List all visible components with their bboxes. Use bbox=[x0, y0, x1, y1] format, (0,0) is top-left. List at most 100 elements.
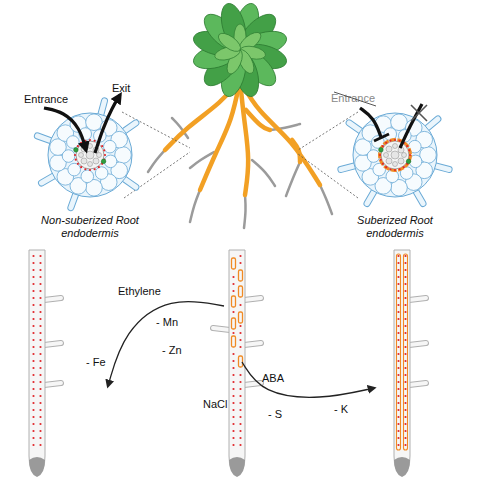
stele-cell bbox=[81, 146, 87, 152]
casparian-dot bbox=[404, 346, 406, 348]
block-bar bbox=[374, 134, 389, 141]
casparian-dot bbox=[232, 444, 234, 446]
casparian-dot bbox=[232, 283, 234, 285]
lateral-root bbox=[44, 383, 61, 385]
casparian-dot bbox=[101, 145, 103, 147]
casparian-dot bbox=[32, 402, 34, 404]
casparian-dot bbox=[32, 339, 34, 341]
casparian-dot bbox=[39, 423, 41, 425]
casparian-dot bbox=[404, 297, 406, 299]
lateral-root bbox=[44, 383, 61, 385]
stele-cell bbox=[393, 144, 398, 149]
casparian-dot bbox=[404, 283, 406, 285]
casparian-dot bbox=[382, 163, 384, 165]
section-caption: Non-suberized Root endodermis bbox=[30, 214, 150, 240]
casparian-dot bbox=[404, 444, 406, 446]
casparian-dot bbox=[32, 325, 34, 327]
casparian-dot bbox=[397, 402, 399, 404]
casparian-dot bbox=[404, 339, 406, 341]
casparian-dot bbox=[232, 374, 234, 376]
casparian-dot bbox=[32, 311, 34, 313]
casparian-dot bbox=[232, 402, 234, 404]
casparian-dot bbox=[39, 262, 41, 264]
stele-cell bbox=[81, 158, 87, 164]
stele-cell bbox=[97, 153, 102, 158]
stele bbox=[381, 141, 409, 169]
casparian-dot bbox=[239, 374, 241, 376]
casparian-dot bbox=[94, 140, 96, 142]
casparian-dot bbox=[39, 402, 41, 404]
fine-root bbox=[190, 190, 200, 222]
casparian-dot bbox=[32, 416, 34, 418]
cortex-cell bbox=[68, 163, 81, 176]
annotation-label: - Fe bbox=[86, 356, 106, 369]
casparian-dot bbox=[39, 360, 41, 362]
casparian-dot bbox=[232, 360, 234, 362]
casparian-dot bbox=[404, 311, 406, 313]
lateral-root bbox=[44, 343, 61, 345]
casparian-dot bbox=[239, 346, 241, 348]
cortex-cell bbox=[79, 128, 92, 141]
suberin-patch bbox=[232, 336, 236, 347]
casparian-dot bbox=[32, 395, 34, 397]
casparian-dot bbox=[397, 262, 399, 264]
zoom-leader-line bbox=[298, 112, 358, 150]
casparian-dot bbox=[239, 437, 241, 439]
casparian-dot bbox=[77, 163, 79, 165]
stele-cell bbox=[386, 158, 392, 164]
root-cap bbox=[29, 457, 45, 477]
root-cross-section bbox=[37, 101, 135, 208]
casparian-dot bbox=[385, 166, 387, 168]
casparian-dot bbox=[80, 166, 82, 168]
lateral-root bbox=[409, 298, 426, 300]
cortex-cell bbox=[81, 170, 94, 183]
casparian-dot bbox=[98, 166, 100, 168]
casparian-dot bbox=[232, 276, 234, 278]
passage-cell bbox=[379, 148, 384, 153]
root-illustration bbox=[213, 250, 261, 477]
blocked-entrance-arrow bbox=[360, 108, 381, 137]
entrance-cross bbox=[334, 92, 376, 106]
cross-section-node: Non-suberized Root endodermis bbox=[30, 98, 150, 246]
suberin-patch bbox=[239, 312, 243, 323]
casparian-dot bbox=[404, 325, 406, 327]
casparian-dot bbox=[409, 154, 411, 156]
annotation-label: - S bbox=[268, 408, 282, 421]
suberin-patch bbox=[232, 258, 236, 269]
casparian-dot bbox=[32, 388, 34, 390]
stele bbox=[76, 141, 104, 169]
cortex-cell bbox=[94, 130, 107, 143]
casparian-dot bbox=[404, 416, 406, 418]
casparian-dot bbox=[404, 437, 406, 439]
casparian-dot bbox=[389, 168, 391, 170]
cortex-cell bbox=[372, 136, 385, 149]
root-cap bbox=[394, 457, 410, 477]
casparian-dot bbox=[232, 353, 234, 355]
stele-cell bbox=[386, 146, 392, 152]
casparian-dot bbox=[397, 367, 399, 369]
casparian-dot bbox=[39, 255, 41, 257]
casparian-dot bbox=[404, 318, 406, 320]
casparian-dot bbox=[404, 388, 406, 390]
casparian-dot bbox=[239, 255, 241, 257]
casparian-dot bbox=[397, 332, 399, 334]
lateral-root bbox=[244, 343, 261, 345]
casparian-dot bbox=[32, 290, 34, 292]
casparian-dot bbox=[32, 283, 34, 285]
casparian-dot bbox=[397, 423, 399, 425]
casparian-dot bbox=[379, 154, 381, 156]
suberized-root bbox=[292, 140, 300, 162]
cortex-cell bbox=[386, 170, 399, 183]
casparian-dot bbox=[32, 374, 34, 376]
casparian-dot bbox=[239, 332, 241, 334]
lateral-root bbox=[244, 383, 261, 385]
casparian-dot bbox=[239, 402, 241, 404]
annotation-label: ABA bbox=[262, 372, 284, 385]
block-cross bbox=[411, 105, 427, 121]
exit-arrow bbox=[95, 95, 120, 153]
casparian-dot bbox=[404, 430, 406, 432]
entrance-arrow bbox=[44, 108, 86, 150]
cross-section-node: Suberized Root endodermis bbox=[335, 98, 455, 246]
casparian-dot bbox=[382, 145, 384, 147]
casparian-dot bbox=[239, 416, 241, 418]
